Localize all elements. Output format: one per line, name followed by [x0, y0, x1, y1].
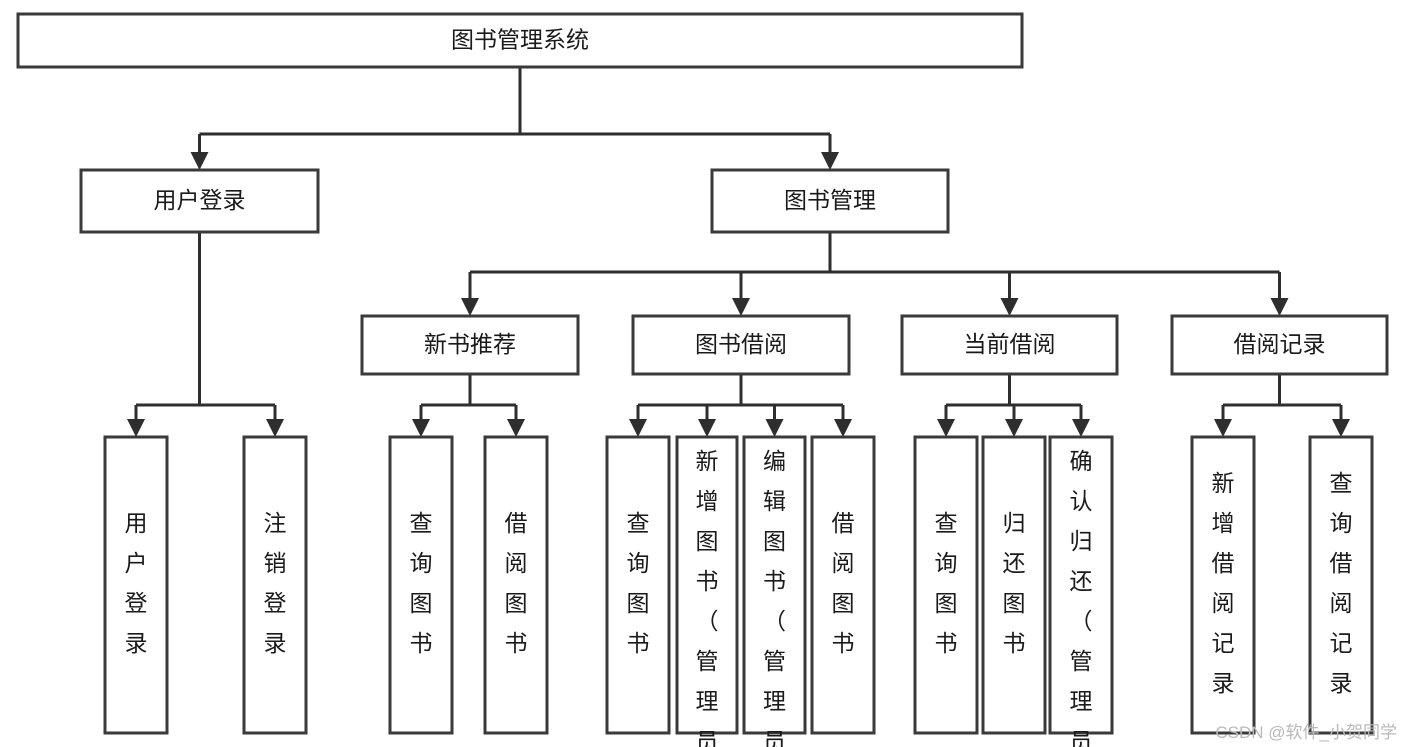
node-label: 查询图书: [627, 510, 650, 656]
node-leaf-cur-2[interactable]: 归还图书: [981, 435, 1047, 735]
node-box[interactable]: [1308, 435, 1374, 735]
node-box[interactable]: [631, 314, 851, 376]
node-leaf-bor-2[interactable]: 新增图书（管理员）: [675, 435, 739, 747]
node-label: 注销登录: [264, 510, 287, 656]
arrow-head-icon: [834, 419, 852, 437]
node-box[interactable]: [79, 168, 320, 234]
node-leaf-bor-1[interactable]: 查询图书: [605, 435, 671, 735]
node-box[interactable]: [900, 314, 1119, 376]
node-box[interactable]: [810, 435, 876, 735]
node-label: 当前借阅: [964, 331, 1056, 357]
node-box[interactable]: [360, 314, 580, 376]
node-box[interactable]: [981, 435, 1047, 735]
arrow-head-icon: [507, 419, 525, 437]
node-box[interactable]: [1170, 314, 1389, 376]
node-leaf-rec-2[interactable]: 查询借阅记录: [1308, 435, 1374, 735]
node-root[interactable]: 图书管理系统: [16, 12, 1024, 69]
arrow-head-icon: [1072, 419, 1090, 437]
arrow-head-icon: [629, 419, 647, 437]
node-login[interactable]: 用户登录: [79, 168, 320, 234]
node-label: 新增借阅记录: [1212, 470, 1235, 696]
connector-group: [412, 374, 525, 437]
node-box[interactable]: [16, 12, 1024, 69]
node-label: 新书推荐: [424, 331, 516, 357]
node-label: 新增图书（管理员）: [696, 448, 719, 747]
node-box[interactable]: [913, 435, 979, 735]
arrow-head-icon: [1005, 419, 1023, 437]
node-label: 借阅记录: [1234, 331, 1326, 357]
node-leaf-login-2[interactable]: 注销登录: [242, 435, 308, 735]
arrow-head-icon: [1214, 419, 1232, 437]
arrow-head-icon: [190, 152, 209, 170]
node-leaf-cur-3[interactable]: 确认归还（管理员）: [1048, 435, 1114, 747]
connector-group: [461, 232, 1289, 316]
connector-group: [127, 232, 284, 437]
arrow-head-icon: [127, 419, 145, 437]
connector-group: [937, 374, 1090, 437]
node-bookmgmt[interactable]: 图书管理: [710, 168, 950, 234]
arrow-head-icon: [698, 419, 716, 437]
node-label: 借阅图书: [505, 510, 528, 656]
node-label: 查询图书: [410, 510, 433, 656]
node-label: 查询图书: [935, 510, 958, 656]
node-box[interactable]: [605, 435, 671, 735]
node-leaf-new-1[interactable]: 查询图书: [388, 435, 454, 735]
arrow-head-icon: [1270, 298, 1289, 316]
arrow-head-icon: [821, 152, 839, 170]
node-label: 归还图书: [1003, 510, 1026, 656]
node-layer: 图书管理系统用户登录图书管理新书推荐图书借阅当前借阅借阅记录用户登录注销登录查询…: [16, 12, 1389, 747]
connector-group: [629, 374, 852, 437]
arrow-head-icon: [732, 298, 750, 316]
connector-group: [190, 67, 839, 170]
arrow-head-icon: [266, 419, 284, 437]
node-leaf-login-1[interactable]: 用户登录: [103, 435, 169, 735]
node-box[interactable]: [675, 435, 739, 735]
arrow-head-icon: [1000, 298, 1019, 316]
arrow-head-icon: [1332, 419, 1350, 437]
node-newbook[interactable]: 新书推荐: [360, 314, 580, 376]
arrow-head-icon: [412, 419, 430, 437]
node-label: 查询借阅记录: [1330, 470, 1353, 696]
node-label: 确认归还（管理员）: [1070, 448, 1093, 747]
node-box[interactable]: [103, 435, 169, 735]
node-box[interactable]: [742, 435, 807, 735]
node-box[interactable]: [1048, 435, 1114, 735]
node-label: 图书借阅: [695, 331, 787, 357]
node-leaf-bor-3[interactable]: 编辑图书（管理员）: [742, 435, 807, 747]
arrow-head-icon: [937, 419, 955, 437]
node-label: 编辑图书（管理员）: [763, 448, 786, 747]
arrow-head-icon: [461, 298, 479, 316]
node-leaf-rec-1[interactable]: 新增借阅记录: [1190, 435, 1256, 735]
node-box[interactable]: [1190, 435, 1256, 735]
node-label: 用户登录: [125, 510, 148, 656]
node-leaf-new-2[interactable]: 借阅图书: [483, 435, 549, 735]
node-label: 借阅图书: [832, 510, 855, 656]
node-box[interactable]: [483, 435, 549, 735]
node-current[interactable]: 当前借阅: [900, 314, 1119, 376]
node-box[interactable]: [388, 435, 454, 735]
node-borrow[interactable]: 图书借阅: [631, 314, 851, 376]
node-box[interactable]: [242, 435, 308, 735]
node-box[interactable]: [710, 168, 950, 234]
node-label: 图书管理系统: [451, 27, 589, 53]
node-leaf-bor-4[interactable]: 借阅图书: [810, 435, 876, 735]
node-label: 用户登录: [154, 187, 246, 213]
connector-group: [1214, 374, 1350, 437]
connector-layer: [127, 67, 1350, 437]
node-records[interactable]: 借阅记录: [1170, 314, 1389, 376]
node-label: 图书管理: [784, 187, 876, 213]
arrow-head-icon: [765, 419, 784, 437]
node-leaf-cur-1[interactable]: 查询图书: [913, 435, 979, 735]
